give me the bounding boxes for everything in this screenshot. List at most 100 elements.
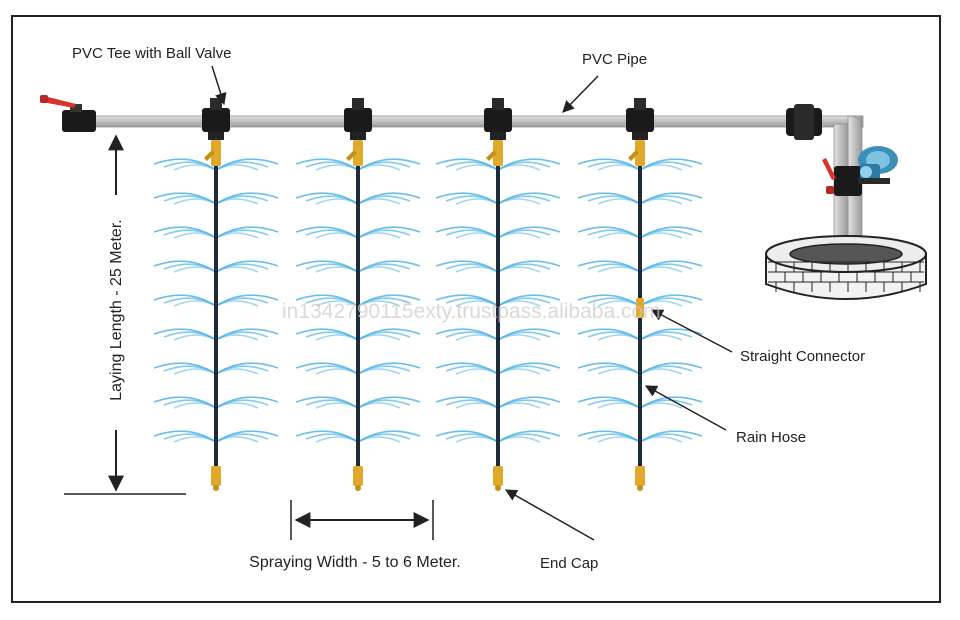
- spray-arc: [639, 232, 683, 239]
- spray-arc: [577, 192, 641, 205]
- spray-arc: [639, 430, 703, 443]
- spray-arc: [357, 226, 421, 239]
- well-icon: [765, 235, 927, 300]
- spray-arc: [215, 266, 259, 273]
- tee-outlet: [632, 132, 648, 140]
- spray-arc: [435, 396, 499, 409]
- spray-arc: [215, 334, 259, 341]
- end-cap-tip: [495, 485, 501, 491]
- spray-arc: [357, 402, 401, 409]
- end-cap-icon: [353, 466, 363, 486]
- spray-arc: [315, 334, 359, 341]
- end-cap-tip: [637, 485, 643, 491]
- spray-arc: [497, 396, 561, 409]
- ball-valve-icon: [635, 140, 645, 166]
- spray-arc: [497, 226, 561, 239]
- spray-arc: [497, 430, 561, 443]
- spray-arc: [315, 232, 359, 239]
- spray-arc: [357, 198, 401, 205]
- spray-arc: [153, 260, 217, 273]
- rain-hose-lateral: [626, 98, 654, 491]
- rain-hose-laterals: [202, 98, 654, 491]
- ball-valve-icon: [211, 140, 221, 166]
- pvc-tee-icon: [344, 108, 372, 132]
- spray-arc: [455, 198, 499, 205]
- end-cap-icon: [493, 466, 503, 486]
- spray-arc: [153, 328, 217, 341]
- spray-arc: [215, 294, 279, 307]
- end-cap-tip: [355, 485, 361, 491]
- spray-arc: [577, 260, 641, 273]
- ball-valve-icon: [40, 95, 96, 132]
- spray-arc: [357, 368, 401, 375]
- spray-arc: [357, 158, 421, 171]
- spray-arc: [639, 260, 703, 273]
- laying-length-label: Laying Length - 25 Meter.: [108, 219, 125, 400]
- spray-arc: [435, 260, 499, 273]
- spray-arc: [215, 260, 279, 273]
- laying-length-dimension: Laying Length - 25 Meter.: [64, 134, 186, 495]
- spray-arc: [173, 436, 217, 443]
- watermark-text: in1342790115exty.trustpass.alibaba.com: [282, 300, 661, 323]
- spray-arc: [315, 402, 359, 409]
- spraying-width-label: Spraying Width - 5 to 6 Meter.: [249, 554, 461, 571]
- spray-arc: [497, 232, 541, 239]
- spray-arc: [639, 192, 703, 205]
- spray-arc: [357, 260, 421, 273]
- spray-arc: [497, 436, 541, 443]
- spray-arc: [315, 300, 359, 307]
- pvc-coupling-icon: [786, 104, 822, 140]
- rain-hose-lateral: [484, 98, 512, 491]
- spray-arc: [295, 226, 359, 239]
- spray-arc: [435, 192, 499, 205]
- spray-arc: [357, 266, 401, 273]
- spray-arc: [597, 436, 641, 443]
- spray-arc: [497, 328, 561, 341]
- spray-arc: [315, 436, 359, 443]
- spray-arc: [153, 430, 217, 443]
- spray-arc: [455, 164, 499, 171]
- spray-arc: [357, 430, 421, 443]
- spray-arc: [153, 362, 217, 375]
- spray-arc: [455, 402, 499, 409]
- spray-arc: [295, 396, 359, 409]
- spray-arc: [497, 192, 561, 205]
- pvc-tee-icon: [202, 108, 230, 132]
- spray-arc: [455, 266, 499, 273]
- spray-arc: [577, 158, 641, 171]
- valve-lever: [628, 150, 639, 161]
- spray-arc: [215, 402, 259, 409]
- spray-arc: [577, 328, 641, 341]
- spray-arc: [639, 158, 703, 171]
- spray-arc: [497, 368, 541, 375]
- spray-arc: [639, 396, 703, 409]
- spray-arc: [497, 402, 541, 409]
- diagram-border: [11, 15, 941, 603]
- spray-arc: [153, 226, 217, 239]
- spray-arc: [153, 158, 217, 171]
- rain-hose-lateral: [344, 98, 372, 491]
- pvc-tee-label: PVC Tee with Ball Valve: [72, 45, 232, 62]
- end-cap-icon: [635, 466, 645, 486]
- pump-valve-icon: [822, 158, 862, 196]
- spray-arc: [215, 300, 259, 307]
- spray-arc: [173, 402, 217, 409]
- spray-arc: [597, 164, 641, 171]
- spray-arc: [597, 198, 641, 205]
- pvc-tee-cap: [210, 98, 222, 110]
- spray-arc: [295, 362, 359, 375]
- pointer-arrows: [211, 65, 733, 541]
- spray-arc: [215, 430, 279, 443]
- spray-arc: [497, 266, 541, 273]
- rain-hose-lateral: [202, 98, 230, 491]
- spray-arc: [215, 226, 279, 239]
- rain-hose-label: Rain Hose: [736, 429, 806, 446]
- spray-arc: [597, 334, 641, 341]
- spray-arc: [215, 436, 259, 443]
- spray-arc: [639, 226, 703, 239]
- end-cap-tip: [213, 485, 219, 491]
- spray-arc: [357, 334, 401, 341]
- spray-arc: [357, 436, 401, 443]
- pvc-tee-cap: [352, 98, 364, 110]
- spray-arc: [639, 362, 703, 375]
